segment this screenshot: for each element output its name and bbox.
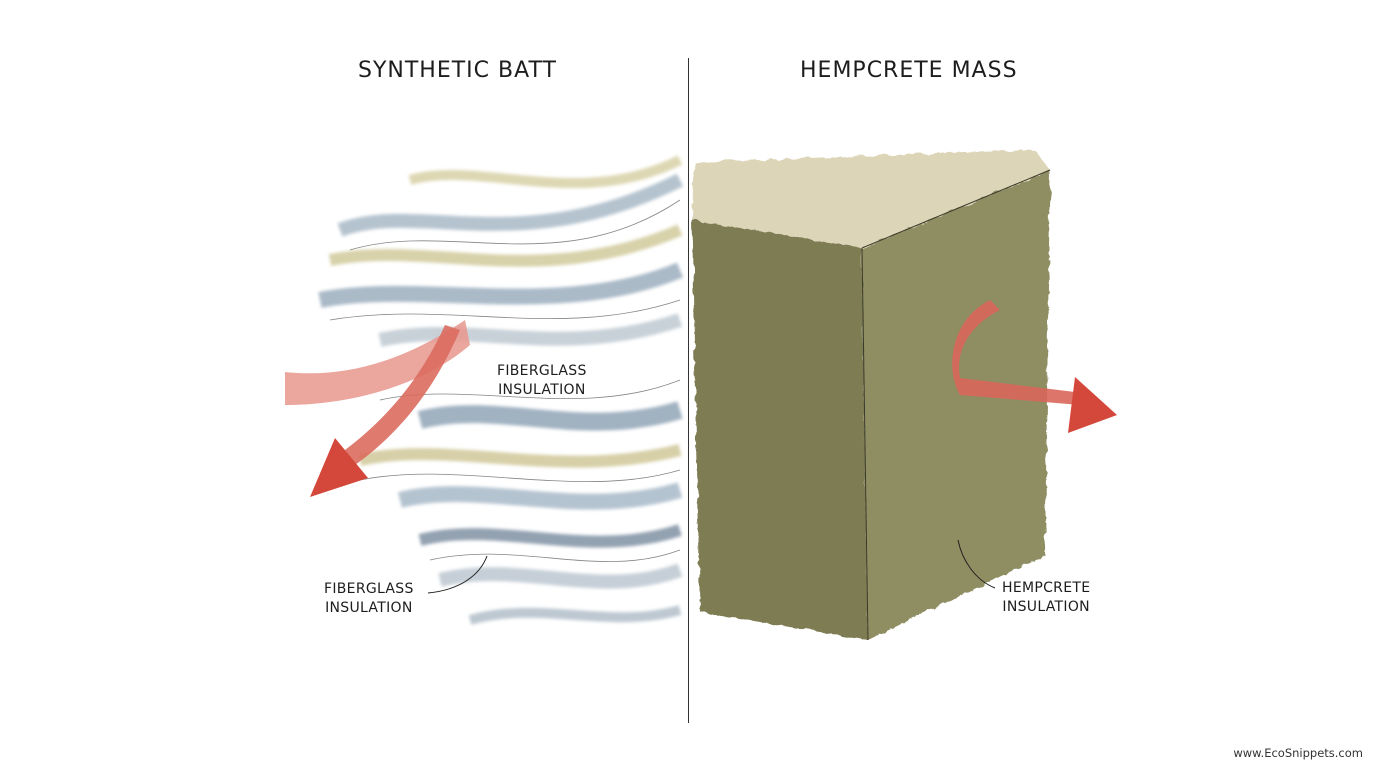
label-line: FIBERGLASS [324,581,414,597]
label-line: INSULATION [1002,599,1090,615]
hempcrete-callout-line [957,539,996,589]
left-heat-arrow-icon [285,320,470,497]
fiberglass-callout-label: FIBERGLASS INSULATION [324,580,414,618]
fiberglass-callout-line [427,555,488,594]
label-line: FIBERGLASS [497,363,587,379]
label-line: HEMPCRETE [1002,580,1091,596]
synthetic-batt-title: SYNTHETIC BATT [358,58,557,83]
fiberglass-fibers [318,155,684,625]
label-line: INSULATION [325,600,413,616]
hempcrete-callout-label: HEMPCRETE INSULATION [1002,579,1090,617]
hempcrete-mass-title: HEMPCRETE MASS [800,58,1018,83]
site-credit: www.EcoSnippets.com [1233,746,1363,760]
label-line: INSULATION [498,382,586,398]
right-heat-arrow-icon [952,300,1117,433]
center-divider [688,58,689,723]
fiberglass-center-label: FIBERGLASS INSULATION [497,362,587,400]
hempcrete-block [692,150,1050,640]
